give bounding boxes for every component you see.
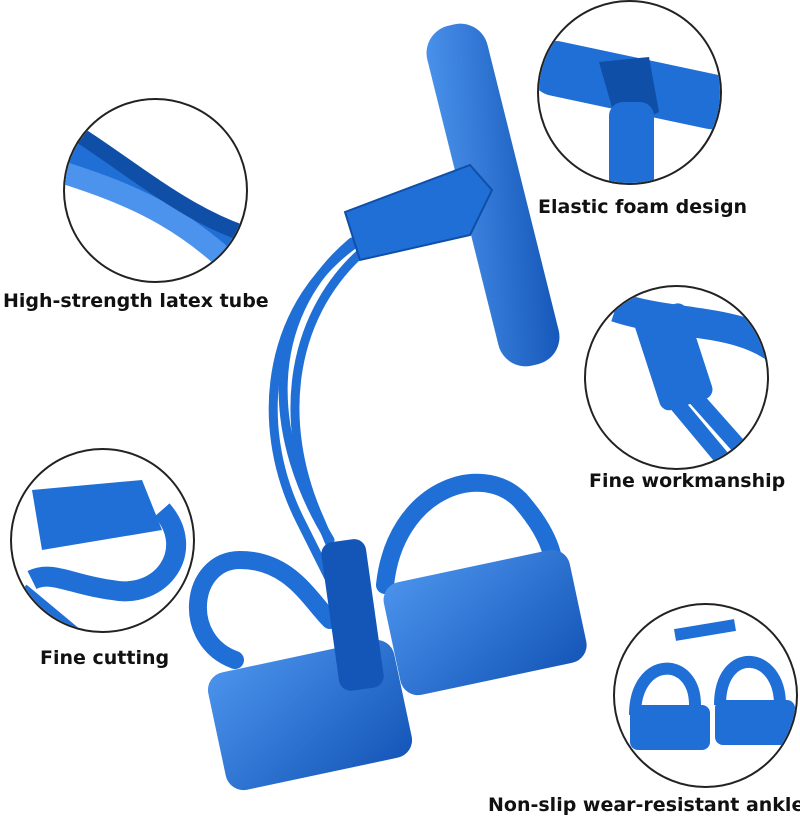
ankle-detail-illustration [629,619,795,750]
feature-label-foam: Elastic foam design [538,196,748,218]
foot-pedals [189,473,587,791]
detail-circle-latex [63,98,248,283]
cutting-detail-illustration [17,480,187,631]
feature-label-ankle: Non-slip wear-resistant ankle [488,794,800,816]
foam-handle [343,23,560,367]
latex-detail-illustration [65,116,246,281]
feature-label-latex: High-strength latex tube [3,290,269,312]
detail-circle-workmanship [584,285,769,470]
detail-circle-cutting [10,448,195,633]
feature-label-cutting: Fine cutting [40,647,170,669]
feature-label-workmanship: Fine workmanship [589,470,786,492]
foam-detail-illustration [539,41,720,183]
detail-circle-foam [537,0,722,185]
workmanship-detail-illustration [611,292,767,468]
detail-circle-ankle [613,603,798,788]
